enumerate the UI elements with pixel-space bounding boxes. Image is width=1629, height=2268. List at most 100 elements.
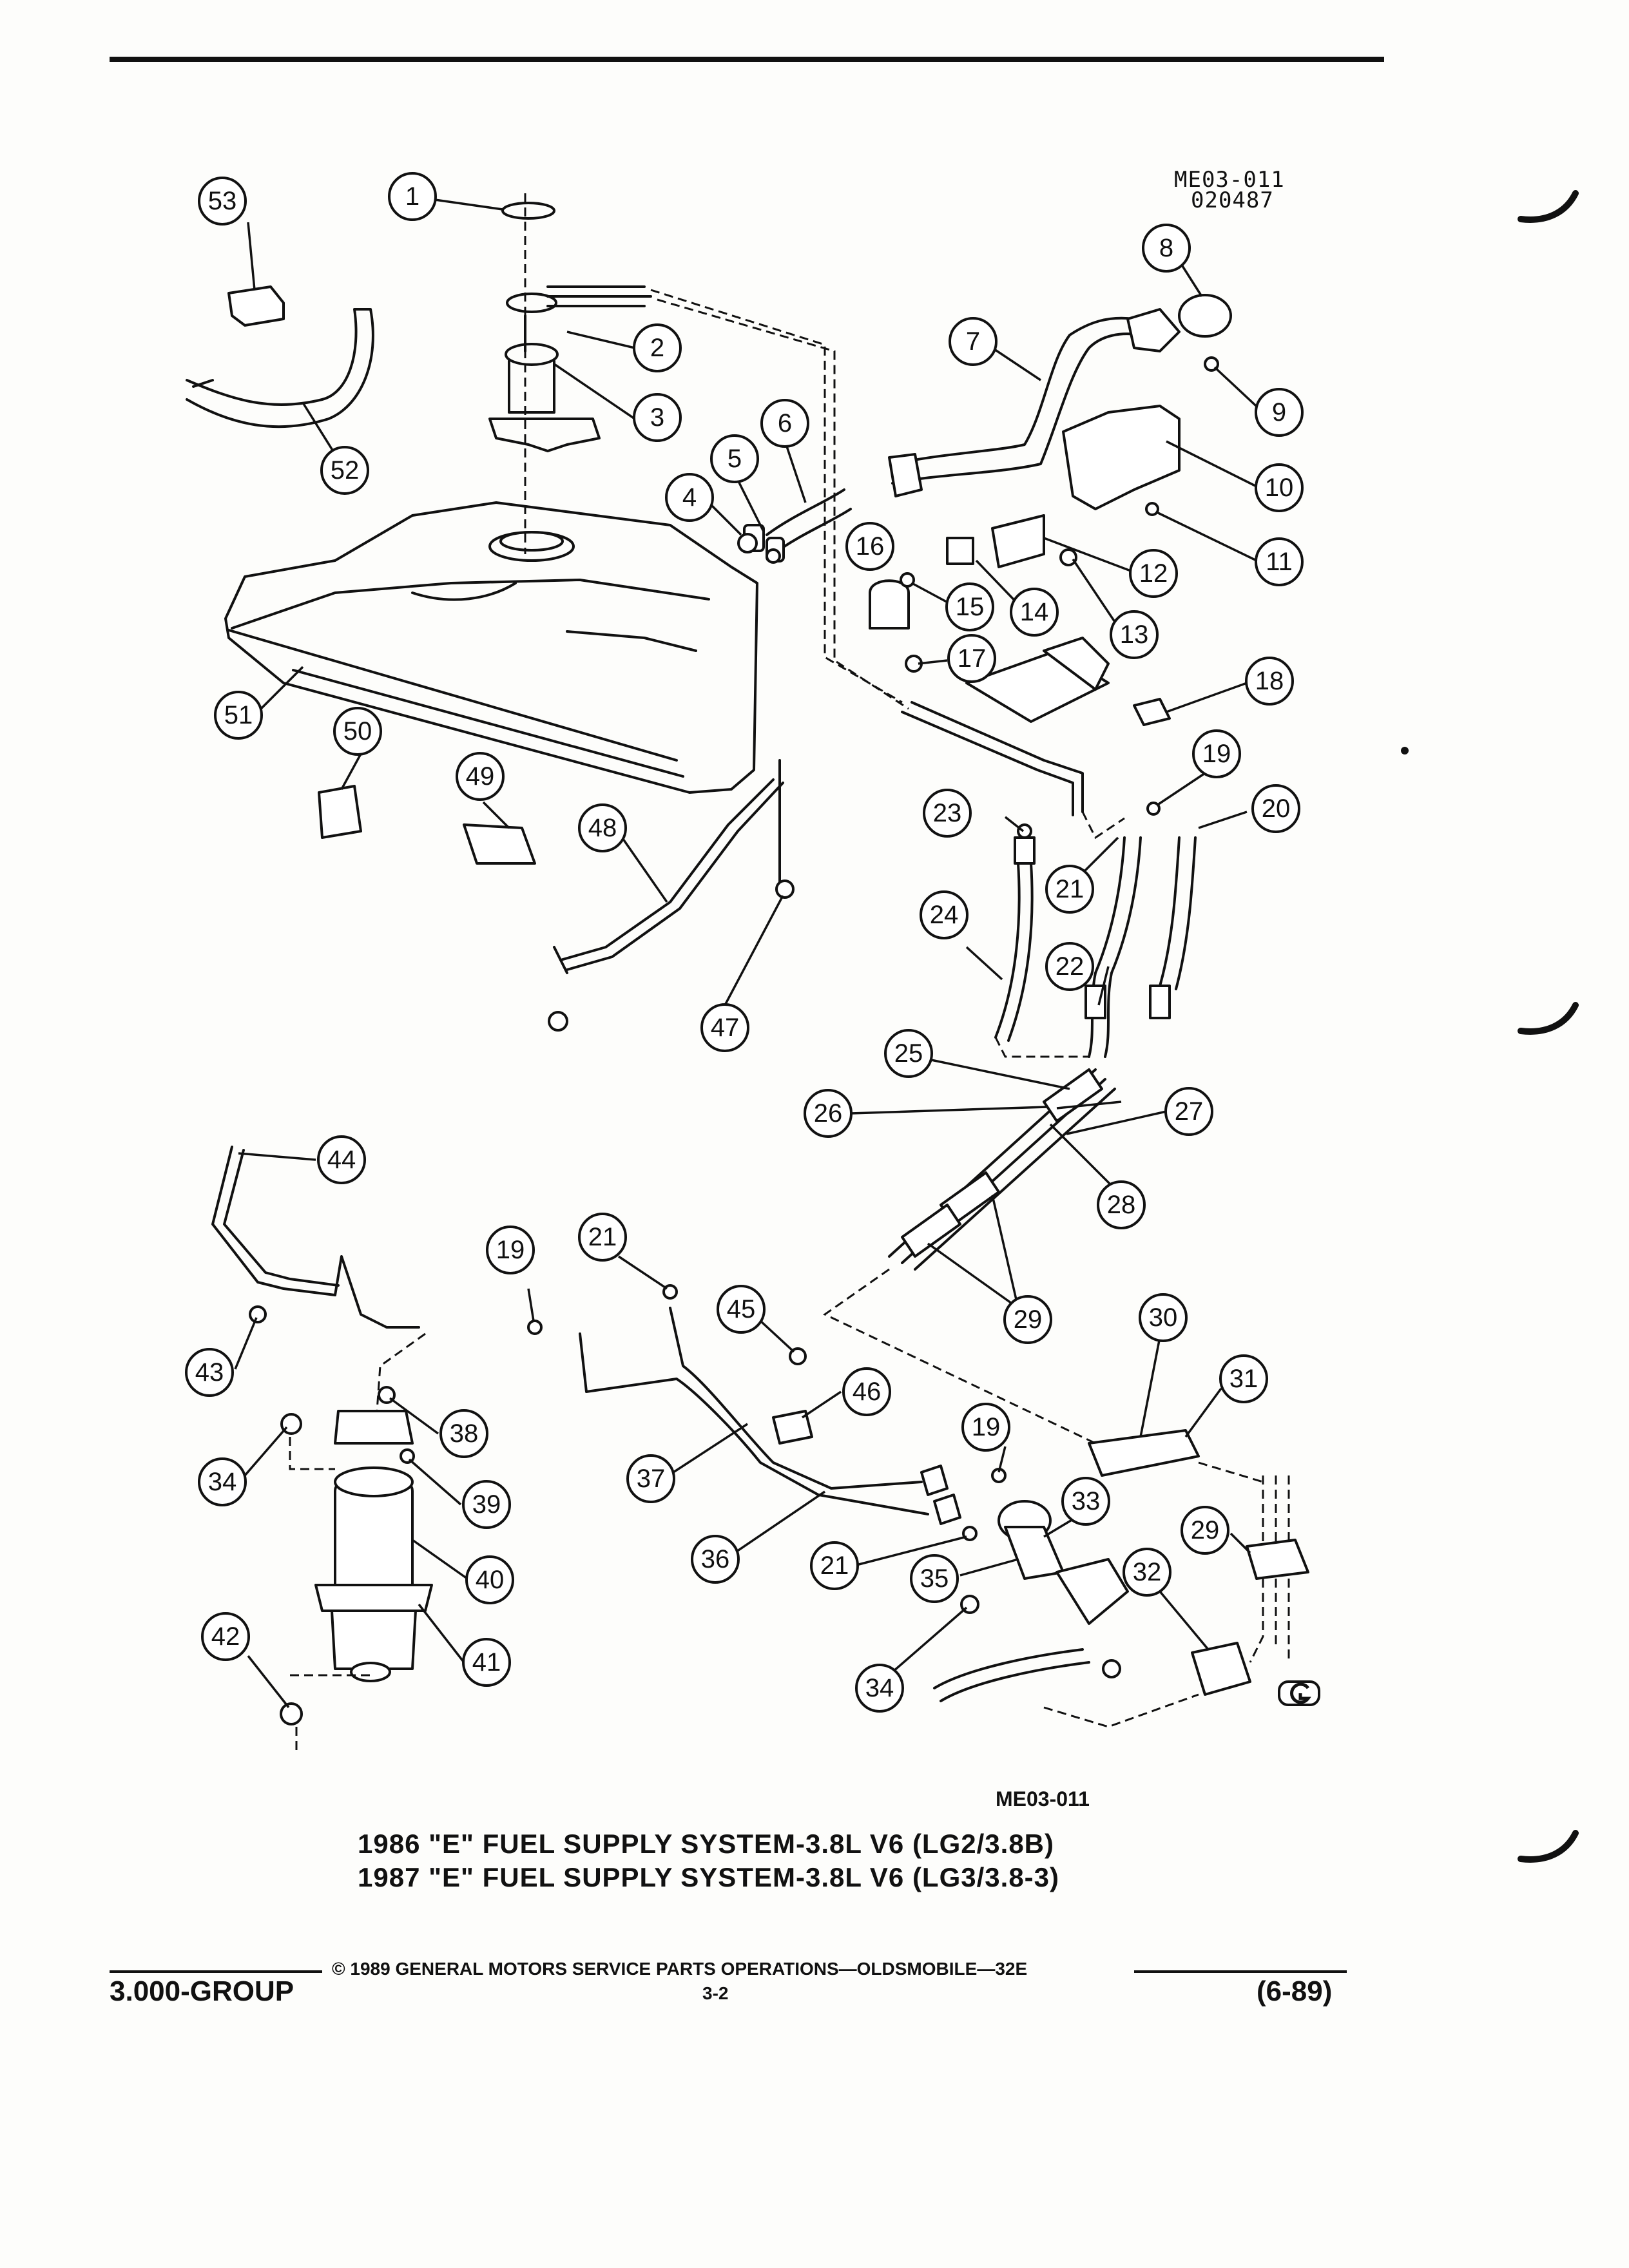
svg-text:42: 42	[211, 1622, 240, 1651]
callout-22: 22	[1045, 942, 1094, 991]
gm-logo-mark	[1278, 1680, 1320, 1706]
part-pads-49-50	[318, 785, 536, 865]
callout-50: 50	[333, 707, 382, 756]
part-bracket-48	[553, 759, 784, 974]
callout-12: 12	[1129, 549, 1178, 598]
page-number: 3-2	[702, 1983, 729, 2003]
callout-41: 41	[462, 1638, 511, 1687]
callout-8: 8	[1142, 224, 1191, 273]
drawing-code-line-2: 020487	[1191, 187, 1274, 213]
svg-text:18: 18	[1255, 667, 1284, 695]
svg-text:9: 9	[1272, 398, 1286, 427]
callout-13: 13	[1110, 610, 1159, 659]
callout-3: 3	[633, 393, 682, 442]
callout-19-lower-right: 19	[961, 1403, 1010, 1452]
callout-21-top: 21	[1045, 865, 1094, 914]
callout-52: 52	[320, 446, 369, 495]
callout-45: 45	[717, 1285, 766, 1334]
part-fuel-pump-sender	[488, 202, 652, 452]
routing-lines	[289, 193, 1264, 1753]
callout-26: 26	[804, 1089, 853, 1138]
drawing-code-line-1: ME03-011	[1174, 167, 1285, 193]
callout-27: 27	[1164, 1087, 1213, 1136]
callout-6: 6	[760, 399, 809, 448]
svg-text:24: 24	[930, 901, 959, 929]
callout-11: 11	[1255, 537, 1304, 586]
svg-text:1: 1	[405, 182, 419, 211]
callout-38: 38	[439, 1409, 488, 1458]
callout-5: 5	[710, 434, 759, 483]
callout-23: 23	[923, 789, 972, 838]
svg-text:40: 40	[476, 1566, 505, 1594]
svg-text:29: 29	[1014, 1305, 1043, 1334]
callout-18: 18	[1245, 657, 1294, 706]
callout-4: 4	[665, 473, 714, 522]
callout-33: 33	[1061, 1477, 1110, 1526]
part-strap	[186, 308, 374, 428]
callout-49: 49	[456, 752, 505, 801]
svg-text:37: 37	[637, 1465, 666, 1493]
svg-text:11: 11	[1266, 548, 1293, 576]
title-line-1987: 1987 "E" FUEL SUPPLY SYSTEM-3.8L V6 (LG3…	[358, 1862, 1060, 1892]
svg-text:12: 12	[1139, 559, 1168, 588]
callout-29-lower: 29	[1181, 1506, 1229, 1555]
callout-44: 44	[317, 1135, 366, 1184]
svg-text:14: 14	[1020, 598, 1049, 626]
part-brackets-12-18	[869, 514, 1171, 816]
svg-text:2: 2	[650, 334, 664, 362]
svg-text:34: 34	[865, 1674, 894, 1702]
callout-39: 39	[462, 1480, 511, 1529]
svg-text:21: 21	[820, 1552, 849, 1580]
svg-text:33: 33	[1072, 1487, 1101, 1515]
svg-text:53: 53	[208, 187, 237, 215]
svg-text:27: 27	[1175, 1097, 1204, 1126]
figure-reference: ME03-011	[996, 1787, 1090, 1811]
svg-text:34: 34	[208, 1468, 237, 1496]
svg-text:31: 31	[1229, 1365, 1258, 1393]
svg-text:19: 19	[1202, 740, 1231, 768]
callout-21-lower-right: 21	[810, 1541, 859, 1590]
svg-text:17: 17	[958, 644, 987, 673]
callout-37: 37	[626, 1454, 675, 1503]
svg-text:36: 36	[701, 1545, 730, 1573]
svg-text:38: 38	[450, 1419, 479, 1448]
svg-text:28: 28	[1107, 1191, 1136, 1219]
callout-36: 36	[691, 1535, 740, 1584]
svg-text:45: 45	[727, 1295, 756, 1323]
callout-42: 42	[201, 1612, 250, 1661]
revision-date: (6-89)	[1257, 1975, 1333, 2007]
svg-text:43: 43	[195, 1358, 224, 1387]
callout-15: 15	[945, 582, 994, 631]
svg-text:41: 41	[472, 1648, 501, 1677]
fasteners	[249, 356, 1219, 1725]
callout-1: 1	[388, 172, 437, 221]
callout-10: 10	[1255, 463, 1304, 512]
svg-text:49: 49	[466, 762, 495, 791]
callout-34-left: 34	[198, 1457, 247, 1506]
svg-text:7: 7	[966, 327, 980, 356]
part-fuel-tank	[224, 501, 758, 794]
svg-text:10: 10	[1265, 474, 1294, 502]
group-number: 3.000-GROUP	[110, 1975, 294, 2007]
svg-text:3: 3	[650, 403, 664, 432]
svg-text:19: 19	[972, 1413, 1001, 1441]
callout-51: 51	[214, 691, 263, 740]
part-filler-pipe	[888, 294, 1232, 497]
svg-text:50: 50	[343, 717, 372, 745]
svg-text:44: 44	[327, 1146, 356, 1174]
svg-text:35: 35	[920, 1564, 949, 1593]
callout-24: 24	[920, 890, 969, 939]
svg-text:25: 25	[894, 1039, 923, 1068]
svg-text:5: 5	[728, 445, 742, 473]
svg-text:29: 29	[1191, 1516, 1220, 1544]
callout-14: 14	[1010, 588, 1059, 637]
part-shield-10	[1062, 405, 1181, 510]
top-rule	[110, 57, 1384, 62]
svg-text:21: 21	[588, 1223, 617, 1251]
callout-47: 47	[700, 1003, 749, 1052]
callout-2: 2	[633, 323, 682, 372]
callout-29-mid: 29	[1003, 1295, 1052, 1344]
svg-text:13: 13	[1120, 620, 1149, 649]
